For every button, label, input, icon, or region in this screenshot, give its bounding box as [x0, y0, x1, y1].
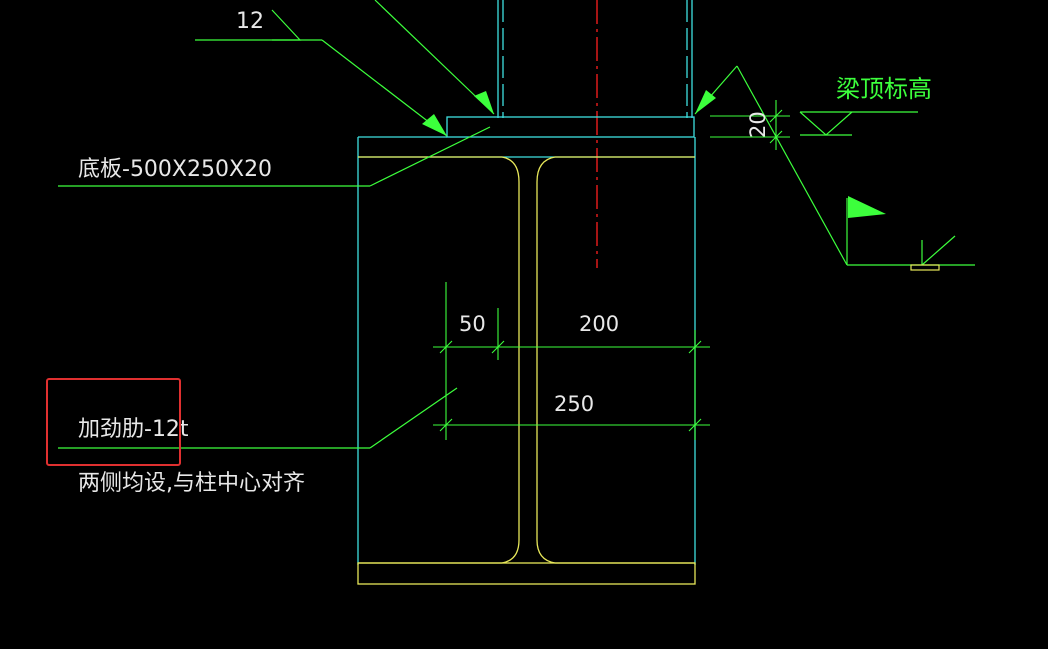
plate-thickness-text: 20: [746, 111, 770, 138]
weld-size-text: 12: [236, 9, 264, 34]
elevation-flag: [848, 196, 886, 218]
elevation-base-mark: [910, 264, 940, 271]
stiffener-label: 加劲肋-12t: [78, 417, 189, 442]
stiffener-note: 两侧均设,与柱中心对齐: [78, 471, 305, 496]
base-plate-label: 底板-500X250X20: [78, 157, 272, 182]
stiffener-leader: [58, 387, 458, 449]
weld-arrow-right: [474, 91, 494, 114]
horizontal-dimensions: [433, 282, 710, 440]
base-plate-leader: [58, 126, 491, 187]
dim-total-width-text: 250: [554, 392, 594, 416]
elevation-leader: [694, 65, 975, 266]
beam-top-elevation-label: 梁顶标高: [836, 75, 932, 103]
weld-symbol: [195, 0, 495, 137]
highlight-box: [46, 378, 181, 466]
plate-thickness-dimension: [710, 100, 790, 150]
elevation-arrow: [695, 90, 716, 114]
weld-arrow-left: [422, 114, 447, 136]
dim-rib-to-edge-text: 200: [579, 312, 619, 336]
beam-section: [357, 156, 696, 585]
dim-rib-offset-text: 50: [459, 312, 486, 336]
column: [497, 0, 693, 118]
base-plate: [357, 116, 696, 565]
